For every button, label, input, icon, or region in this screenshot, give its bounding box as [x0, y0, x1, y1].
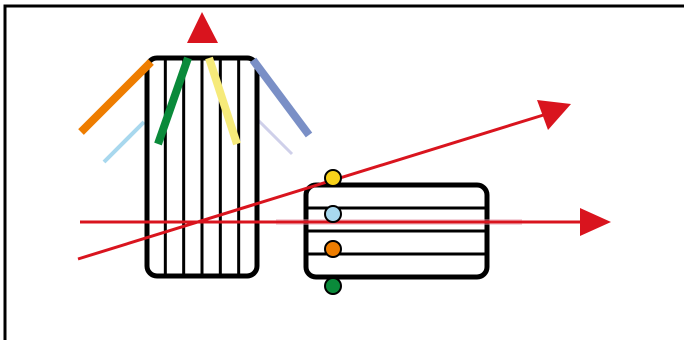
light-blue-ray — [102, 120, 146, 164]
yellow-ray — [205, 56, 241, 146]
orange-dot — [324, 240, 342, 258]
orange-ray — [78, 59, 154, 135]
arrow-diagonal-icon — [537, 100, 571, 130]
arrow-up-icon — [187, 12, 218, 43]
arrow-right-icon — [580, 208, 611, 236]
blue-ray — [249, 57, 313, 138]
light-blue-dot — [324, 205, 342, 223]
green-ray — [154, 56, 192, 146]
diagonal-beam — [77, 111, 551, 261]
outer-frame — [3, 4, 684, 340]
green-dot — [324, 277, 342, 295]
yellow-dot — [324, 169, 342, 187]
lavender-ray — [256, 118, 294, 156]
